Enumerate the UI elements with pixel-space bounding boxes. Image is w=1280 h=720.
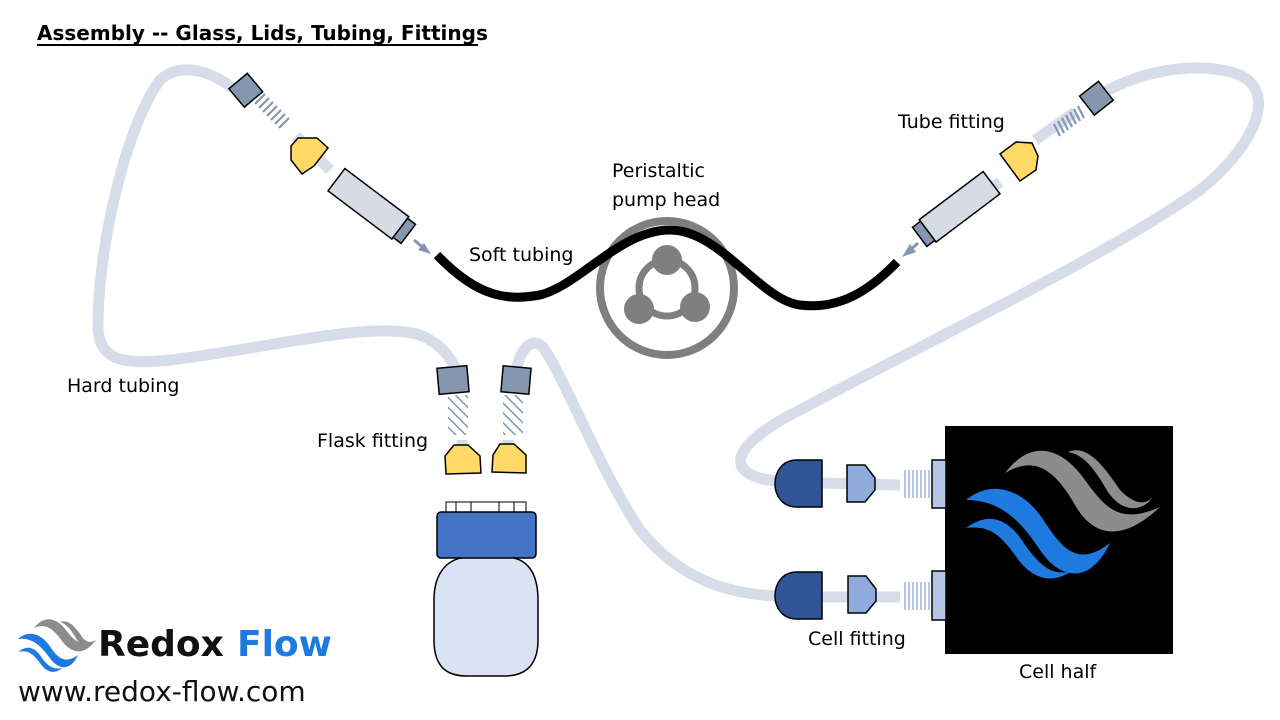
ferrule-icon (444, 444, 482, 475)
sleeve-adapter-icon (326, 167, 417, 245)
hard-tubing-left-loop (92, 64, 464, 377)
wave-logo-icon (966, 450, 1160, 579)
tube-fitting-right (902, 80, 1115, 257)
label-cell-half: Cell half (1019, 661, 1098, 683)
brand-name-redox: Redox (98, 624, 224, 665)
label-hard-tubing: Hard tubing (67, 375, 179, 397)
hard-tubing-flask-to-cell (510, 337, 781, 602)
nut-icon (500, 365, 532, 395)
nut-icon (436, 364, 470, 396)
thread-icon (904, 470, 930, 498)
sleeve-adapter-icon (911, 170, 1002, 248)
tube-fitting-left (227, 72, 431, 254)
cell-fitting-lower (774, 570, 947, 621)
cell-fitting-upper (774, 459, 947, 509)
cell-nut-icon (774, 571, 823, 620)
flask-cap-teeth (445, 501, 527, 513)
flask-fitting-left (436, 364, 482, 475)
cell-nut-icon (774, 459, 823, 508)
label-flask-fitting: Flask fitting (317, 430, 428, 452)
thread-icon (1053, 105, 1085, 137)
cell-half (945, 426, 1173, 654)
brand-url: www.redox-flow.com (18, 675, 306, 708)
thread-icon (904, 582, 930, 610)
nut-icon (227, 72, 264, 109)
brand-wave-icon (18, 619, 96, 672)
label-pump-head-line1: Peristaltic (612, 160, 705, 182)
cell-port (931, 570, 947, 621)
flask-cap (436, 511, 537, 559)
label-soft-tubing: Soft tubing (469, 244, 573, 266)
flask-fitting-right (491, 365, 532, 474)
label-tube-fitting: Tube fitting (897, 111, 1005, 133)
cell-ferrule-icon (847, 575, 877, 614)
cell-port (931, 459, 947, 509)
flask-body (433, 556, 539, 677)
ferrule-icon (290, 137, 330, 176)
peristaltic-pump-head-icon (596, 217, 738, 359)
cell-ferrule-icon (846, 464, 876, 503)
thread-icon (254, 93, 290, 129)
hard-tubing-right-loop (735, 62, 1264, 488)
label-cell-fitting: Cell fitting (808, 628, 906, 650)
ferrule-icon (491, 443, 527, 474)
thread-icon (448, 395, 468, 435)
nut-icon (1078, 80, 1115, 117)
thread-icon (503, 395, 523, 435)
diagram-title: Assembly -- Glass, Lids, Tubing, Fitting… (37, 21, 488, 45)
label-pump-head-line2: pump head (612, 189, 720, 211)
brand-name-flow: Flow (237, 624, 332, 665)
redox-flow-logo: Redox Flow www.redox-flow.com (18, 619, 332, 708)
soft-tubing (433, 225, 901, 311)
flask-icon (433, 501, 539, 677)
ferrule-icon (998, 141, 1039, 183)
